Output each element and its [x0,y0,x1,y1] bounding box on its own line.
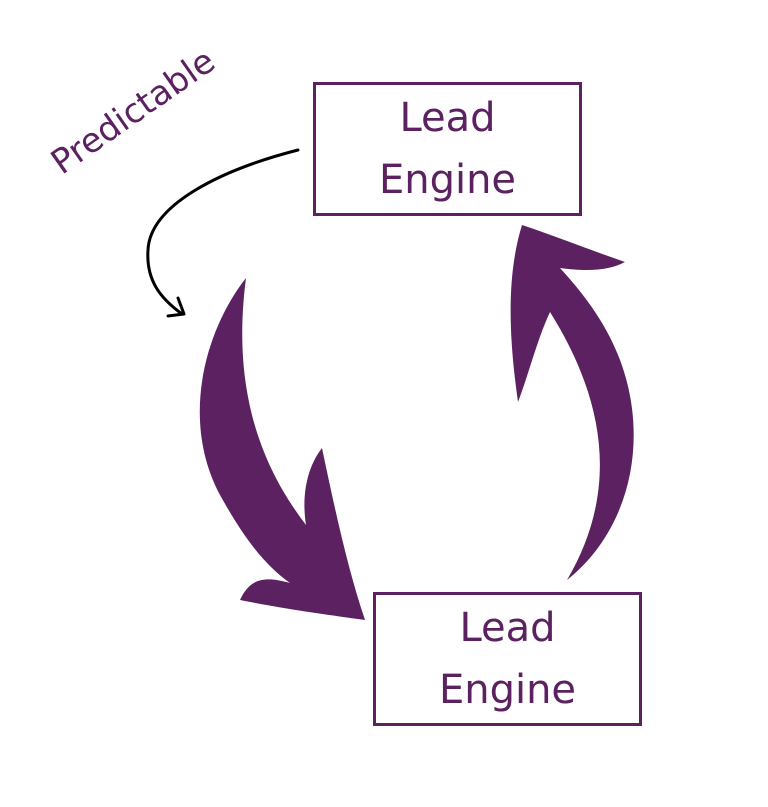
pointer-arrowhead [166,296,186,318]
up-cycle-arrow [510,225,634,580]
predictable-pointer-arrow [146,148,300,316]
lead-engine-bottom-box: Lead Engine [373,592,642,726]
lead-engine-top-box: Lead Engine [313,82,582,216]
node-bottom-line-2: Engine [438,667,577,713]
node-top-line-2: Engine [378,157,517,203]
node-top-line-1: Lead [399,95,496,141]
node-bottom-line-1: Lead [459,605,556,651]
down-cycle-arrow [199,278,365,620]
